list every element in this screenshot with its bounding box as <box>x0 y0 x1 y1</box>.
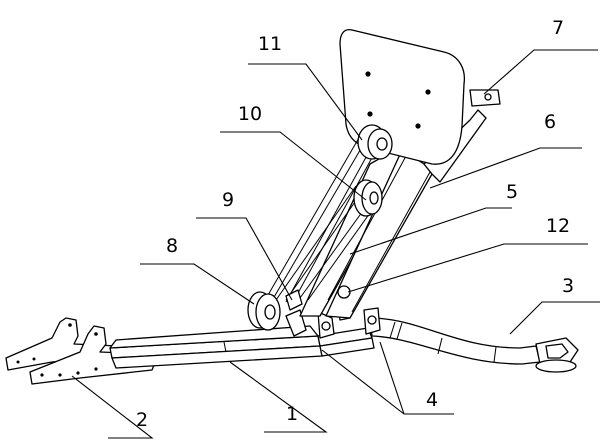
callout-6: 6 <box>544 111 556 133</box>
callout-9: 9 <box>222 189 234 211</box>
pulley-lower <box>247 289 303 331</box>
callout-4: 4 <box>426 389 438 411</box>
callout-3: 3 <box>562 275 574 297</box>
pulley-top <box>357 124 393 160</box>
callout-12: 12 <box>546 215 570 237</box>
callout-5: 5 <box>506 181 518 203</box>
callouts: 1 2 3 4 5 6 7 8 9 10 11 12 <box>136 17 574 431</box>
callout-8: 8 <box>166 235 178 257</box>
curved-tube <box>369 317 579 373</box>
adjustment-knob <box>337 285 351 299</box>
callout-11: 11 <box>258 33 282 55</box>
main-frame <box>109 325 375 369</box>
callout-1: 1 <box>286 403 298 425</box>
callout-10: 10 <box>238 103 262 125</box>
callout-2: 2 <box>136 409 148 431</box>
callout-7: 7 <box>552 17 564 39</box>
base-plate-assembly <box>5 317 157 385</box>
pulley-middle <box>353 179 383 217</box>
leader-lines <box>71 49 600 439</box>
